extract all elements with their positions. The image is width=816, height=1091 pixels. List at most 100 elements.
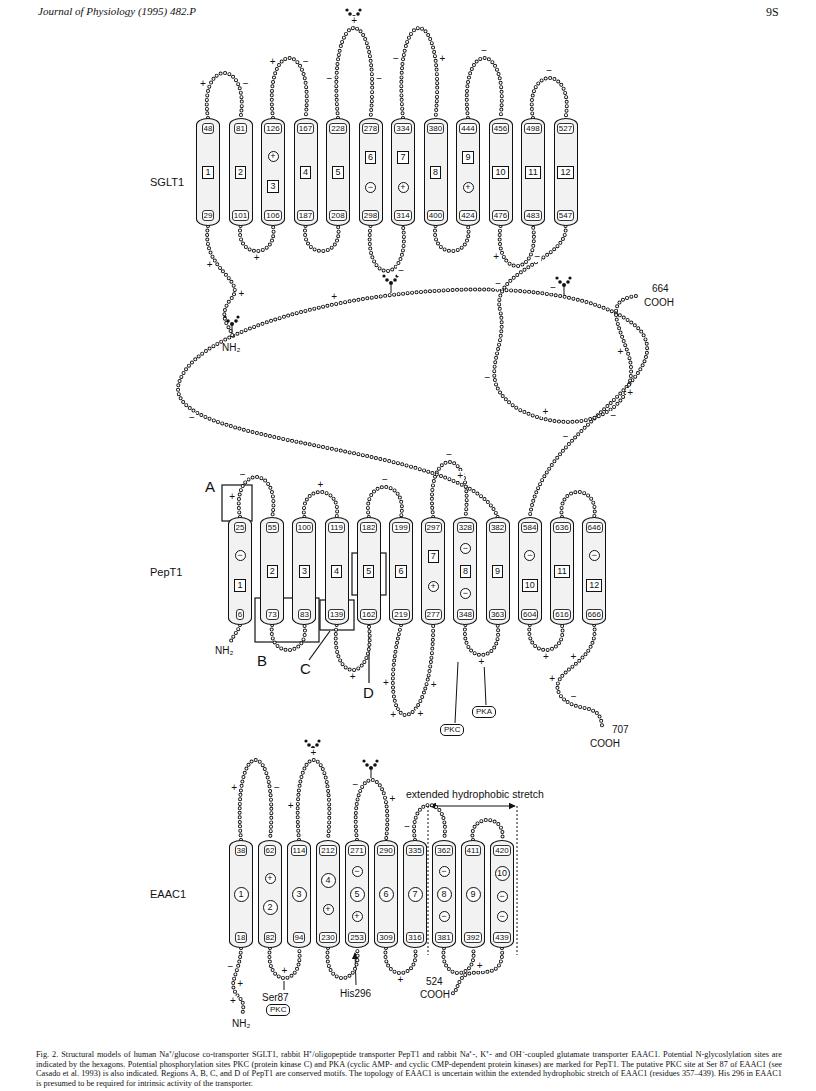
helix-number: 11 [554,565,569,578]
loop-connector [269,948,299,978]
residue-number: 106 [264,210,281,221]
loop-connector [532,78,567,118]
residue-number: 139 [328,609,345,620]
charge-label: + [382,678,390,688]
helix-number: 10 [495,866,510,881]
helix-number: 4 [331,565,342,578]
residue-number: 278 [362,123,379,134]
residue-number: 38 [235,845,248,856]
charge-symbol: + [323,904,334,915]
charge-label: − [480,46,488,56]
loop-connector [327,948,357,978]
terminal-tail [230,625,240,644]
figure-label: EAAC1 [150,888,186,900]
motif-boxes [222,485,386,683]
loop-connector [239,477,274,517]
bead-fill [472,820,502,840]
bead-fill [452,948,502,994]
bead-fill [178,289,647,517]
residue-number: 456 [492,123,509,134]
residue-number: 314 [394,210,411,221]
charge-label: + [281,966,289,976]
bead-fill [465,625,498,655]
bead-fill [432,462,467,517]
charge-label: − [609,411,617,421]
residue-number: 62 [264,845,277,856]
charge-label: + [476,961,484,971]
charge-symbol: − [524,550,535,561]
charge-label: + [330,292,338,302]
helix-number: 6 [379,887,394,902]
helix-cylinder: 328−8−348 [453,517,477,625]
residue-number: 230 [319,932,336,943]
helix-cylinder: 114394 [287,840,311,948]
charge-label: − [227,962,235,972]
residue-number: 444 [459,123,476,134]
residue-number: 298 [362,210,379,221]
charge-label: + [417,709,425,719]
residue-number: 362 [435,845,452,856]
charge-symbol: + [265,873,276,884]
bead-fill [561,492,594,517]
loop-connector [385,948,415,973]
residue-number: 498 [524,123,541,134]
bead-fill [207,73,242,118]
motif-letter: D [363,684,374,701]
figure-label: COOH [420,989,450,1000]
residue-number: 100 [296,522,313,533]
residue-number: 547 [557,210,574,221]
helix-cylinder: 3357316 [403,840,427,948]
bead-fill [240,760,272,840]
glycosylation-sites [223,8,571,778]
residue-number: 420 [493,845,510,856]
residue-number: 381 [435,932,452,943]
residue-number: 187 [297,210,314,221]
charge-label: + [541,407,549,417]
residue-number: 48 [202,123,215,134]
loop-connector [414,805,445,840]
helix-number: 12 [586,579,602,592]
residue-number: 476 [492,210,509,221]
bead-fill [435,226,469,251]
helix-number: 3 [292,887,307,902]
helix-cylinder: 4449+424 [456,118,480,226]
residue-number: 348 [457,609,474,620]
residue-number: 636 [553,522,570,533]
loop-connector [370,226,404,271]
loop-connector [240,226,274,251]
helix-number: 5 [350,887,365,902]
charge-symbol: + [463,182,474,193]
charge-label: + [626,388,634,398]
charge-label: + [199,79,207,89]
residue-number: 439 [493,932,510,943]
figure-label: extended hydrophobic stretch [406,788,544,800]
residue-number: 212 [319,845,336,856]
loop-connector [467,58,502,118]
helix-number: 9 [466,887,481,902]
residue-number: 167 [297,123,314,134]
helix-number: 4 [300,166,311,179]
charge-label: − [545,66,553,76]
bead-fill [327,948,357,978]
residue-number: 290 [377,845,394,856]
loop-connector [393,625,433,715]
charge-label: + [616,347,624,357]
helix-number: 2 [235,166,246,179]
residue-number: 73 [266,609,279,620]
residue-number: 392 [464,932,481,943]
loop-connector [561,492,594,517]
charge-symbol: − [439,866,450,877]
figure-label: 664 [652,283,669,294]
loop-connector [336,625,370,670]
helix-number: 7 [397,151,408,164]
loop-connector [304,492,337,517]
figure-label: COOH [644,297,674,308]
residue-number: 604 [521,609,538,620]
residue-number: 126 [264,123,281,134]
helix-cylinder: 2906309 [374,840,398,948]
helix-cylinder: 2977+277 [421,517,445,625]
charge-symbol: − [235,550,246,561]
helix-cylinder: 62+282 [258,840,282,948]
helix-number: 7 [408,887,423,902]
